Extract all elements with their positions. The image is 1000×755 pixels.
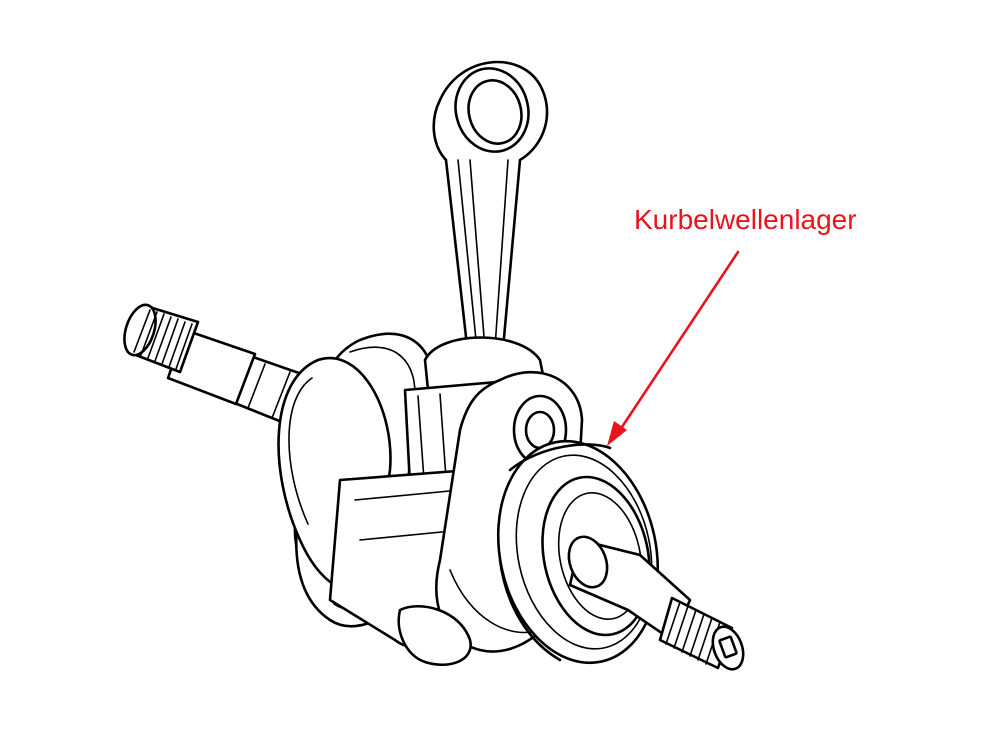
right-shaft — [567, 535, 745, 671]
connecting-rod — [423, 60, 550, 412]
bearing-label: Kurbelwellenlager — [634, 204, 857, 235]
annotation-arrow — [607, 250, 740, 446]
